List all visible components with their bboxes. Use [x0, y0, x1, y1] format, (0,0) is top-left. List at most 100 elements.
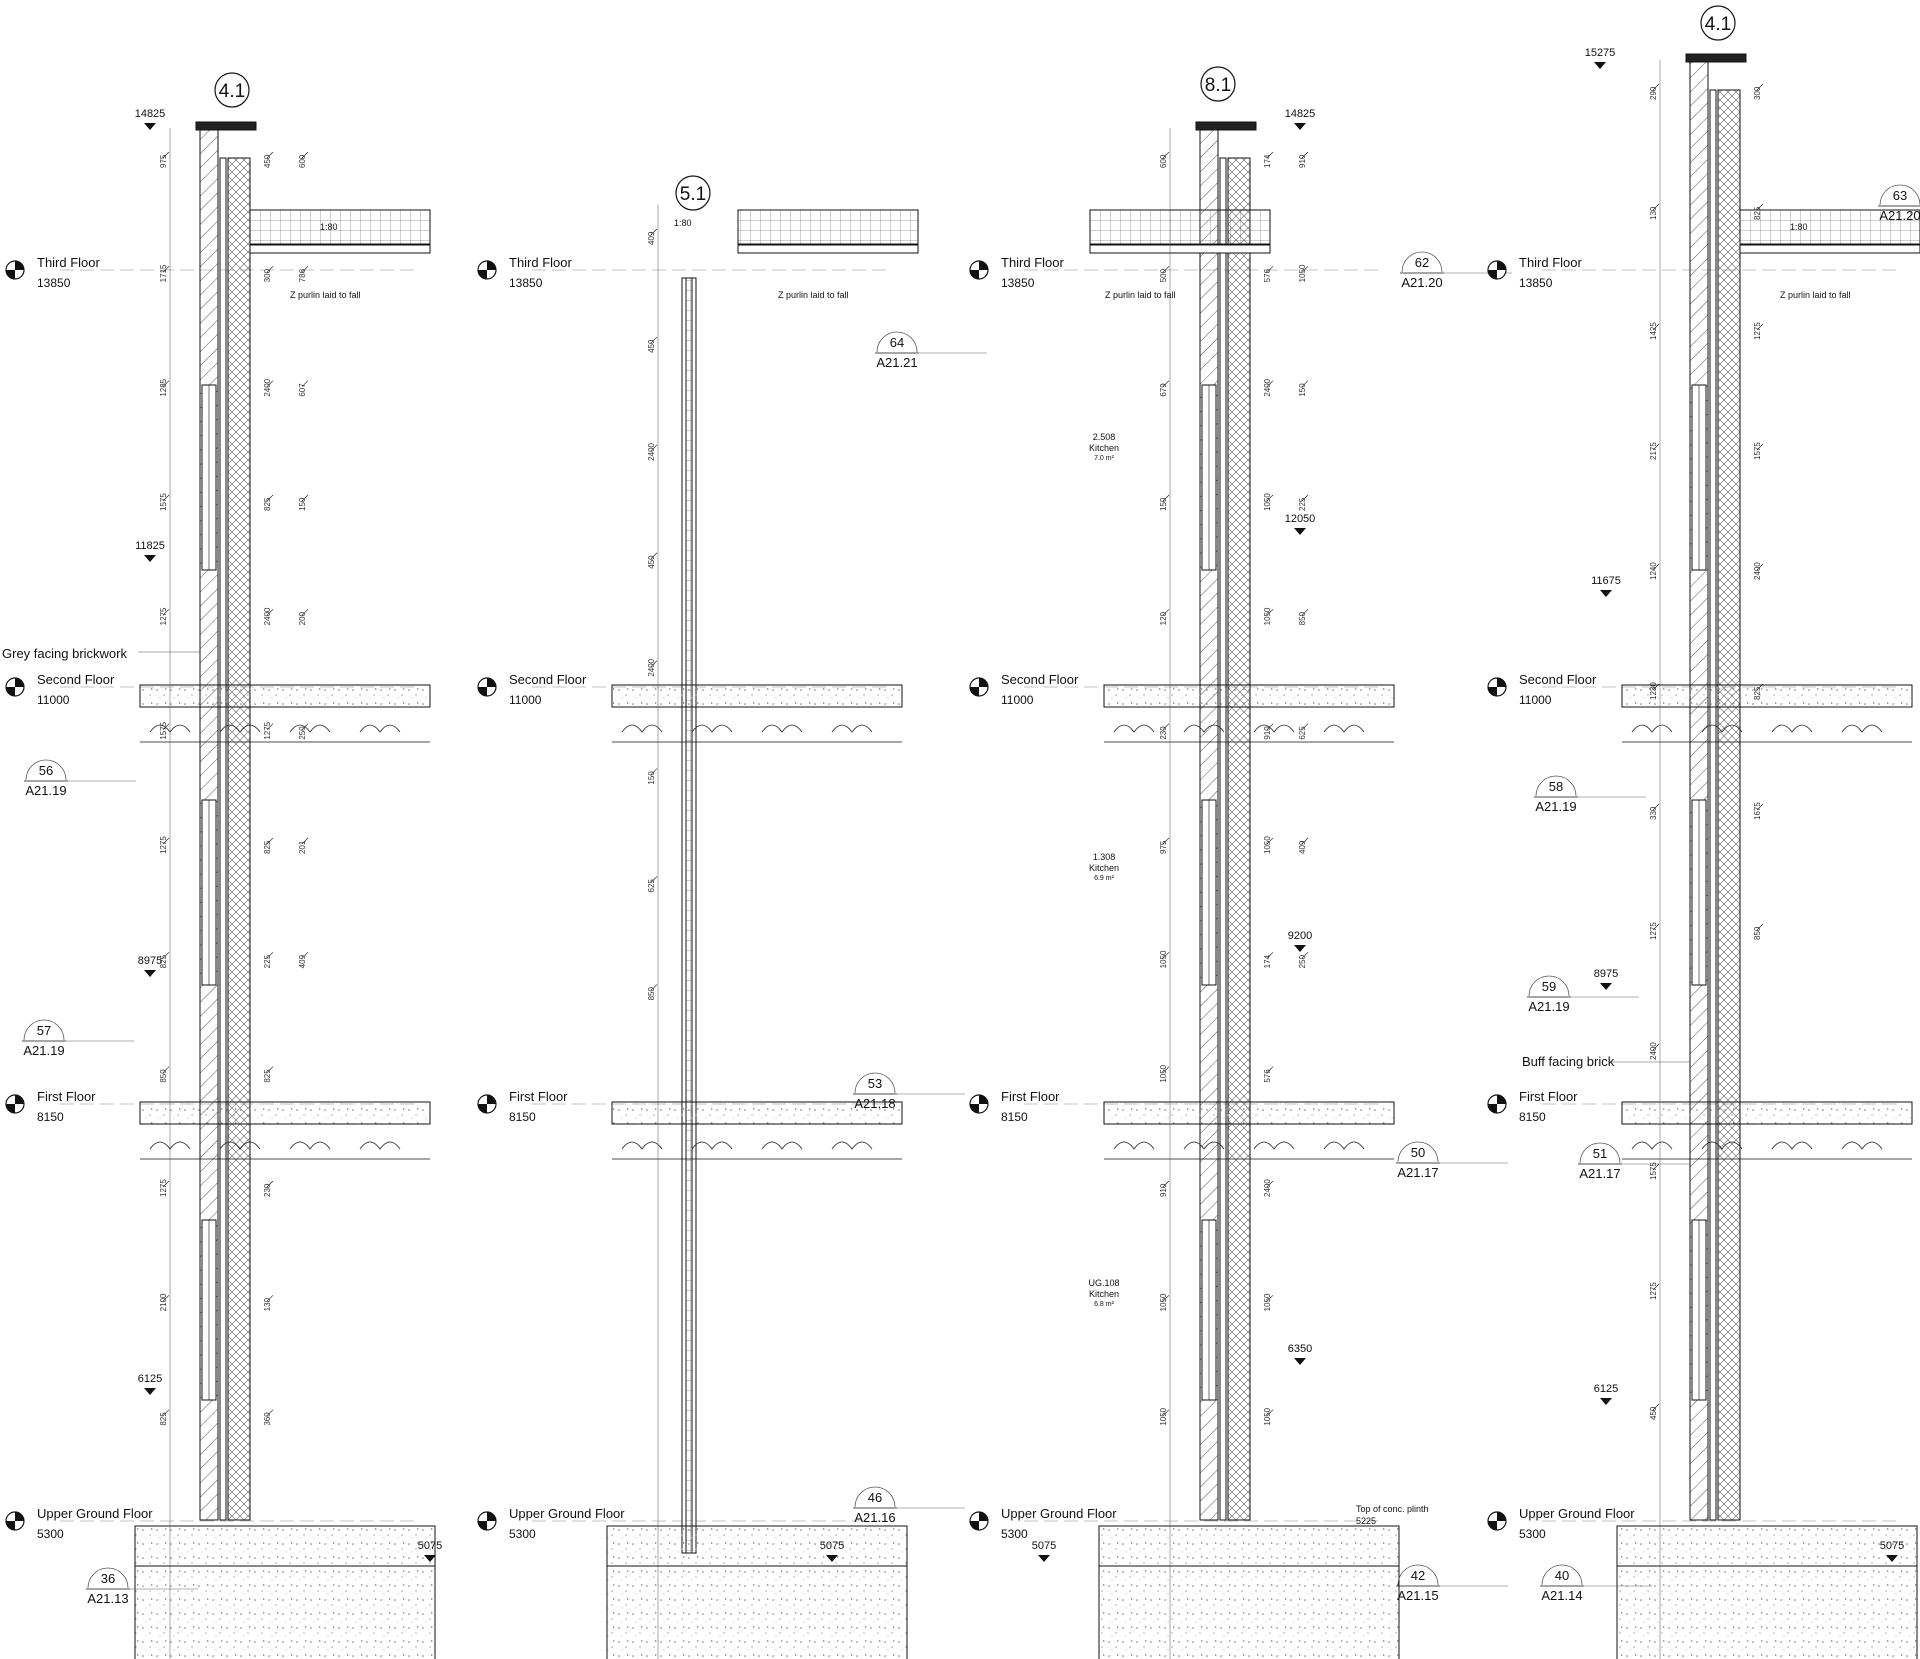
ceiling-service-symbol: [831, 724, 873, 733]
drawing-line: [301, 494, 309, 502]
dimension-value: 1230: [1649, 682, 1658, 700]
spot-level: 9200: [1288, 930, 1312, 952]
room-name: Kitchen: [1089, 443, 1119, 453]
detail-ref-sheet: A21.21: [876, 355, 917, 370]
detail-ref-arc: [1535, 775, 1577, 797]
section-tag: 8.1: [1200, 66, 1236, 102]
detail-ref-sheet: A21.20: [1401, 275, 1442, 290]
level-datum-icon: [5, 677, 25, 697]
drawing-line: [1266, 1409, 1274, 1416]
foundation-plinth: [606, 1565, 908, 1659]
section-tag-circle: [675, 175, 711, 211]
ceiling-service-symbol: [289, 1141, 331, 1150]
wall-construction: [681, 277, 697, 1554]
dimension-value: 825: [263, 840, 272, 854]
spot-level-icon: [144, 1388, 156, 1395]
dimension-value: 2175: [1649, 442, 1658, 460]
detail-ref-arc: [854, 1486, 896, 1508]
dimension-value: 225: [1298, 497, 1307, 511]
foundation-plinth: [134, 1565, 436, 1659]
dimension-value: 2400: [1753, 562, 1762, 580]
spot-level-icon: [144, 123, 156, 130]
spot-level-value: 6350: [1288, 1343, 1312, 1355]
dimension-value: 1050: [1263, 493, 1272, 511]
parapet-coping: [195, 121, 257, 131]
ceiling-service-symbol: [1631, 724, 1673, 733]
drawing-line: [650, 444, 658, 452]
spot-level-value: 9200: [1288, 930, 1312, 942]
drawing-line: [1266, 609, 1274, 616]
drawing-line: [266, 1409, 274, 1416]
dimension-value: 250: [1298, 954, 1307, 968]
drawing-line: [1162, 494, 1170, 502]
spot-level-icon: [144, 970, 156, 977]
detail-ref-sheet: A21.14: [1541, 1588, 1582, 1603]
roof-deck: [737, 244, 919, 254]
room-area: 6.8 m²: [1094, 1301, 1115, 1308]
drawing-line: [650, 228, 658, 236]
spot-level-icon: [1600, 983, 1612, 990]
floor-slabs: [1089, 209, 1400, 1659]
level-name: Upper Ground Floor: [1001, 1506, 1117, 1521]
level-datum-icon: [477, 677, 497, 697]
section-tag-label: 5.1: [680, 184, 706, 205]
dimension-value: 450: [1649, 1406, 1658, 1420]
drawing-line: [1162, 1180, 1170, 1188]
drawing-line: [1266, 380, 1274, 387]
dimension-value: 1275: [1753, 322, 1762, 340]
detail-ref-sheet: A21.15: [1397, 1588, 1438, 1603]
drawing-line: [162, 609, 170, 616]
drawing-line: [1756, 83, 1764, 91]
dimension-value: 330: [1649, 806, 1658, 820]
spot-level: 5075: [418, 1540, 442, 1562]
spot-level: 6125: [1594, 1383, 1618, 1405]
level-name: Upper Ground Floor: [1519, 1506, 1635, 1521]
room-name: Kitchen: [1089, 1289, 1119, 1299]
drawing-line: [301, 723, 309, 730]
drawing-line: [1301, 380, 1309, 387]
wall-construction: [1685, 53, 1747, 1521]
cavity: [219, 157, 227, 1521]
insulation-layer: [227, 157, 251, 1521]
ceiling-service-symbol: [1841, 724, 1883, 733]
floor-slabs: [134, 209, 436, 1659]
spot-level-icon: [1600, 1398, 1612, 1405]
drawing-line: [266, 723, 274, 730]
spot-level-icon: [1038, 1555, 1050, 1562]
spot-level: 5075: [1880, 1540, 1904, 1562]
drawing-line: [1652, 1163, 1660, 1171]
drawing-line: [266, 494, 274, 502]
ceiling-service-symbol: [1841, 1141, 1883, 1150]
drawing-line: [1652, 203, 1660, 211]
dimension-value: 1050: [1263, 1407, 1272, 1425]
section-tag: 4.1: [214, 72, 250, 108]
ceiling-service-symbol: [1323, 724, 1365, 733]
dimension-value: 120: [1159, 611, 1168, 625]
floor-slab: [139, 1101, 431, 1125]
level-datum-icon: [5, 1094, 25, 1114]
level-datum-icon: [477, 1511, 497, 1531]
section-tag-circle: [214, 72, 250, 108]
spot-level-icon: [144, 555, 156, 562]
spot-level: 5075: [1032, 1540, 1056, 1562]
dimension-value: 201: [298, 840, 307, 854]
ceiling-service-symbol: [1253, 1141, 1295, 1150]
dimension-value: 2400: [1263, 1179, 1272, 1197]
level-datum-icon: [969, 1094, 989, 1114]
drawing-line: [162, 952, 170, 959]
drawing-line: [301, 266, 309, 273]
dimension-value: 2400: [1263, 378, 1272, 396]
detail-ref-number: 42: [1411, 1568, 1425, 1583]
ceiling-service-symbol: [219, 724, 261, 733]
spot-level-value: 5075: [820, 1540, 844, 1552]
spot-level-icon: [1294, 528, 1306, 535]
drawing-line: [1652, 323, 1660, 331]
